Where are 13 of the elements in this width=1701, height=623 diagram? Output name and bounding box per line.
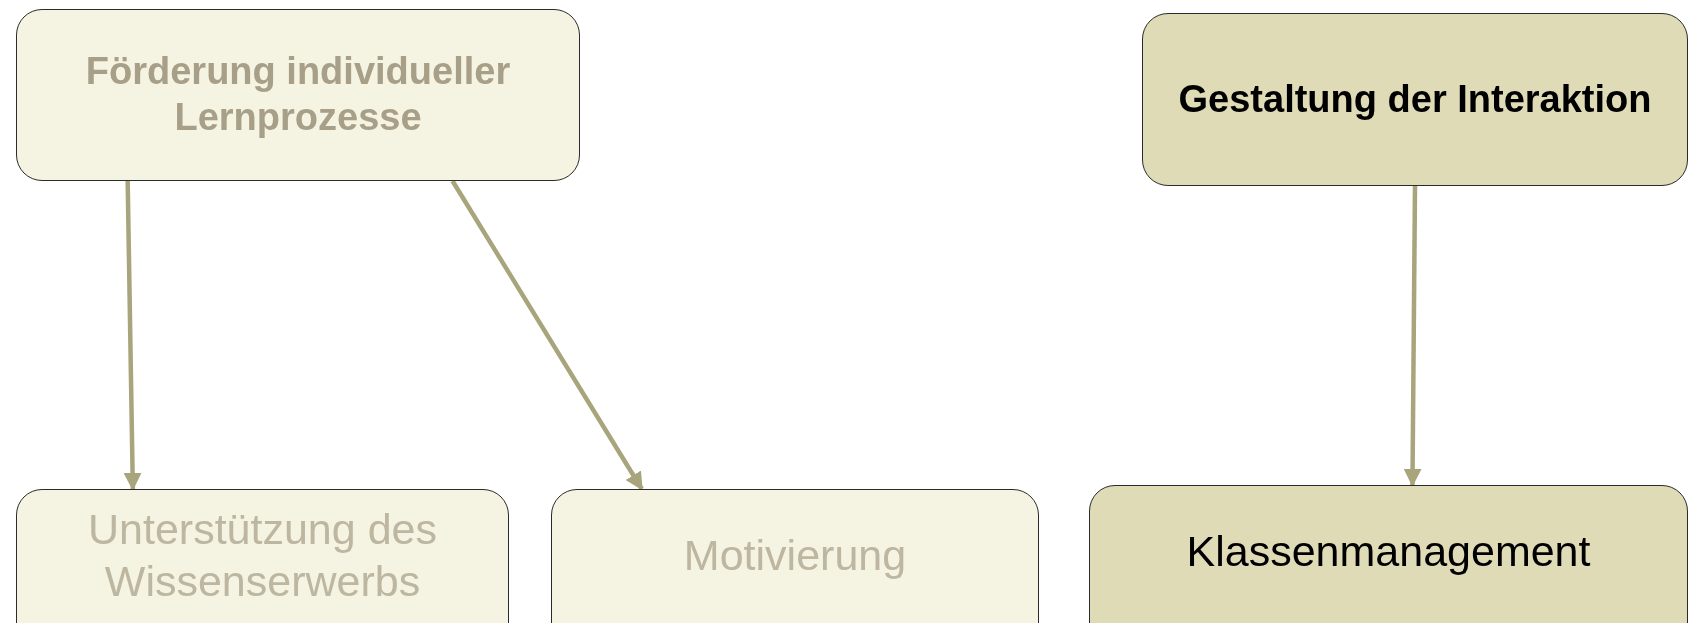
process-box xyxy=(16,489,509,623)
process-box xyxy=(1142,13,1688,186)
process-box xyxy=(1089,485,1688,623)
node-label: Gestaltung der Interaktion xyxy=(1178,76,1652,122)
node-label: Förderung individueller Lernprozesse xyxy=(84,49,512,140)
arrow xyxy=(1403,185,1422,487)
arrow xyxy=(450,179,644,491)
node-label: Unterstützung des Wissenserwerbs xyxy=(87,504,438,607)
process-box xyxy=(16,9,580,181)
node-label: Motivierung xyxy=(683,530,907,582)
node-label: Klassenmanagement xyxy=(1186,526,1591,578)
process-box xyxy=(551,489,1039,623)
arrow xyxy=(123,180,142,491)
